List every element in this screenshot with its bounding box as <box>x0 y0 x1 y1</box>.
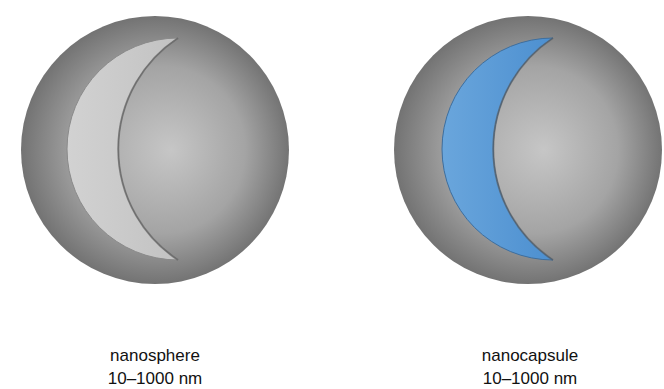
nanocapsule-figure <box>394 16 662 284</box>
size-range: 10–1000 nm <box>108 369 203 389</box>
nanosphere-figure <box>21 16 289 284</box>
cutaway-crescent <box>67 38 178 260</box>
size-range: 10–1000 nm <box>483 369 578 389</box>
sphere-body <box>394 16 662 284</box>
cutaway-edge <box>493 38 553 260</box>
core-crescent <box>442 38 553 260</box>
particle-name: nanocapsule <box>482 346 578 366</box>
sphere-body <box>21 16 289 284</box>
particle-name: nanosphere <box>110 346 200 366</box>
cutaway-edge <box>118 38 178 260</box>
